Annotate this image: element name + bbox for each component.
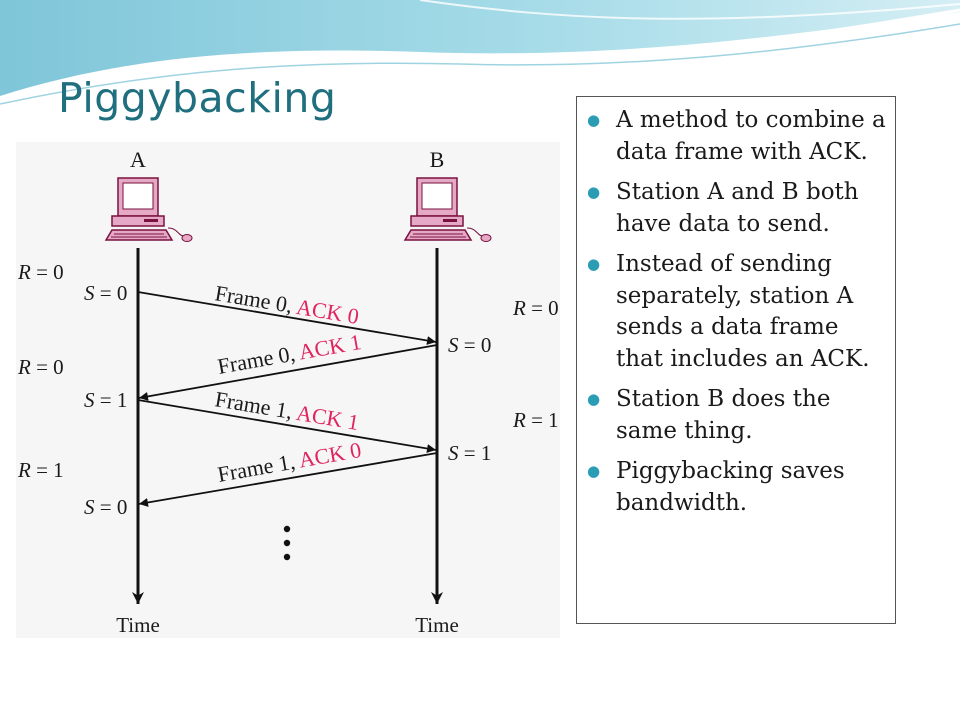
bullet-text: Piggybacking saves bandwidth. <box>616 458 845 516</box>
bullet-text: Station A and B both have data to send. <box>616 179 859 237</box>
station-b-name: B <box>430 147 445 172</box>
computer-icon <box>104 177 193 242</box>
frame-arrow <box>138 344 438 401</box>
piggybacking-diagram: A B Time Time <box>16 142 560 638</box>
bullet-list: ● A method to combine a data frame with A… <box>577 97 895 519</box>
slide-title: Piggybacking <box>58 74 337 122</box>
state-label-b: S = 1 <box>448 441 491 465</box>
frame-label: Frame 1, ACK 1 <box>213 386 361 435</box>
bullet-item: ● Station B does the same thing. <box>587 384 887 447</box>
bullet-item: ● Station A and B both have data to send. <box>587 177 887 240</box>
state-label-a: R = 0 <box>17 260 64 284</box>
diagram-canvas: A B Time Time <box>17 147 559 637</box>
state-label-a: S = 0 <box>84 495 127 519</box>
bullet-dot-icon: ● <box>587 390 601 408</box>
state-label-a: S = 1 <box>84 388 127 412</box>
time-label-a: Time <box>116 613 160 637</box>
bullet-dot-icon: ● <box>587 462 601 480</box>
computer-icon <box>403 177 492 242</box>
bullet-item: ● A method to combine a data frame with A… <box>587 105 887 168</box>
bullet-text: A method to combine a data frame with AC… <box>616 107 886 165</box>
frame-label: Frame 1, ACK 0 <box>216 437 364 487</box>
bullet-dot-icon: ● <box>587 183 601 201</box>
time-label-b: Time <box>415 613 459 637</box>
state-label-a: R = 0 <box>17 355 64 379</box>
continuation-dots <box>283 525 291 561</box>
bullet-text: Station B does the same thing. <box>616 386 831 444</box>
bullet-text: Instead of sending separately, station A… <box>616 251 870 372</box>
state-label-b: S = 0 <box>448 333 491 357</box>
bullet-dot-icon: ● <box>587 111 601 129</box>
header-wave-decoration <box>0 0 960 105</box>
bullet-dot-icon: ● <box>587 255 601 273</box>
bullet-panel: ● A method to combine a data frame with A… <box>576 96 896 624</box>
state-label-a: S = 0 <box>84 281 127 305</box>
frame-arrow <box>138 452 438 507</box>
bullet-item: ● Piggybacking saves bandwidth. <box>587 456 887 519</box>
bullet-item: ● Instead of sending separately, station … <box>587 249 887 375</box>
station-a-name: A <box>130 147 146 172</box>
state-label-b: R = 0 <box>512 296 559 320</box>
frame-arrow <box>137 291 437 345</box>
frame-label: Frame 0, ACK 0 <box>213 280 361 329</box>
state-label-a: R = 1 <box>17 458 64 482</box>
frame-arrow <box>137 399 437 453</box>
state-label-b: R = 1 <box>512 408 559 432</box>
